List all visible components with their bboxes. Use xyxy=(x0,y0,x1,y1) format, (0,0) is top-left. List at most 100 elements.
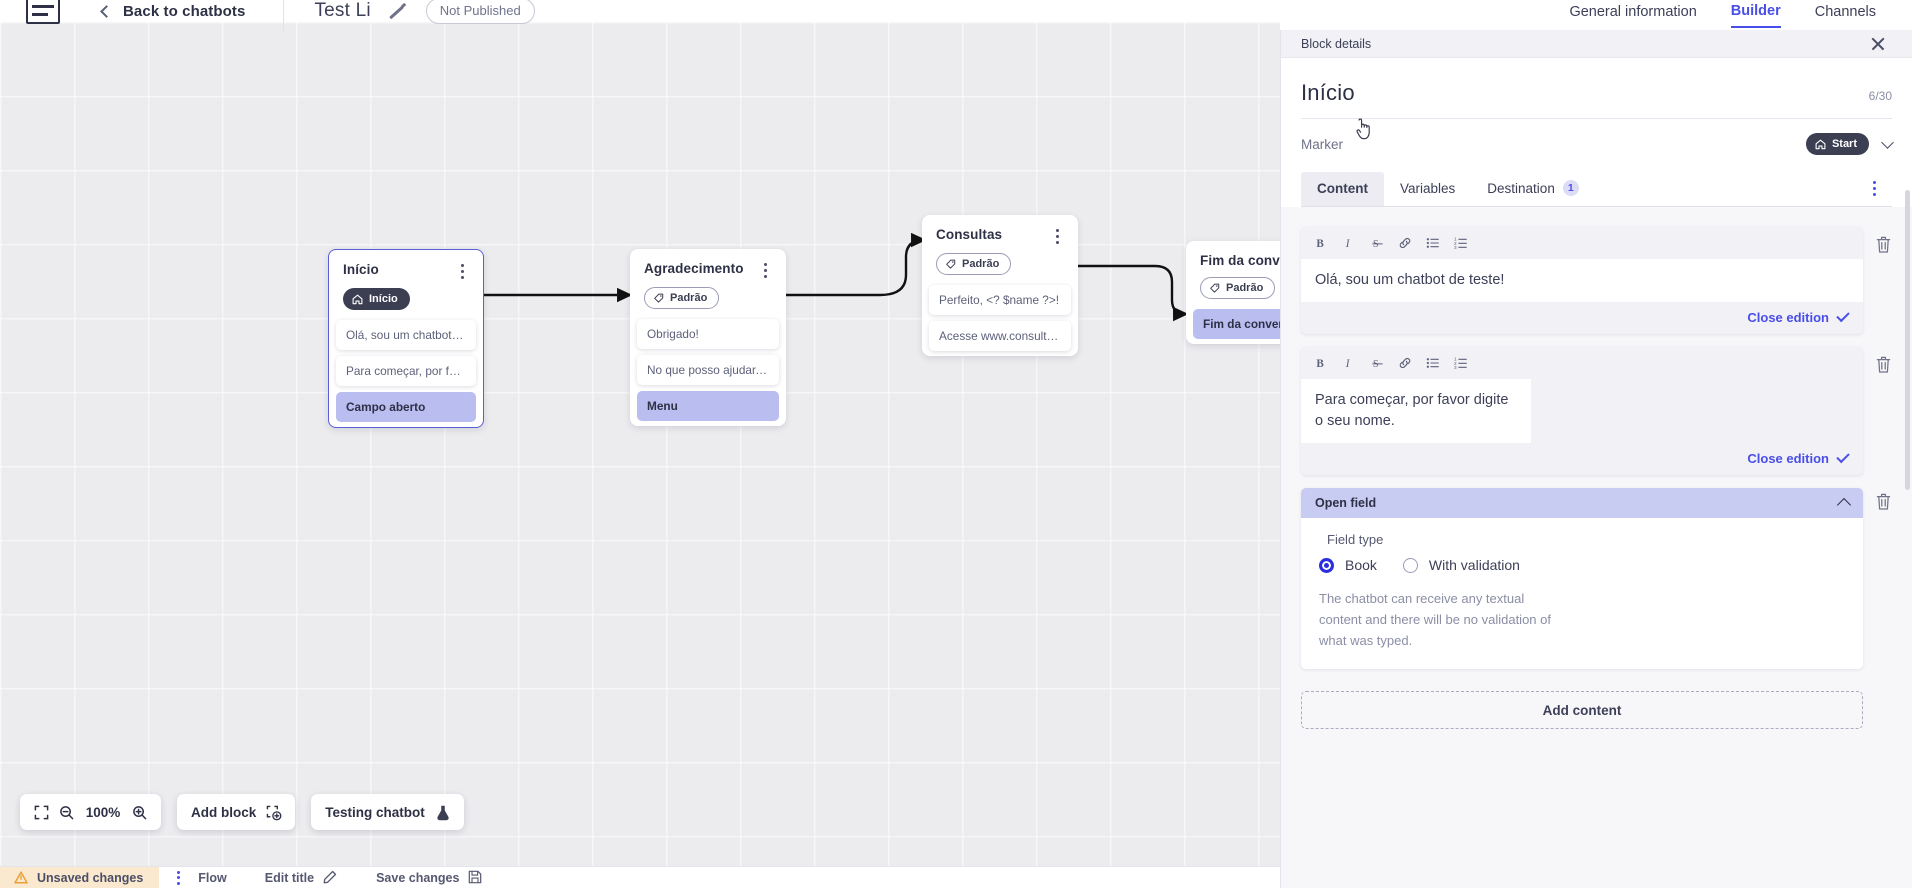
node-menu-icon[interactable] xyxy=(758,261,772,278)
node-row[interactable]: Menu xyxy=(637,391,779,421)
marker-start-badge[interactable]: Start xyxy=(1805,133,1869,155)
flow-button[interactable]: Flow xyxy=(198,871,226,885)
edit-title-label: Edit title xyxy=(264,870,315,885)
testing-chatbot-button[interactable]: Testing chatbot xyxy=(311,794,464,830)
status-menu-icon[interactable] xyxy=(177,870,181,885)
bullet-list-icon[interactable] xyxy=(1421,352,1445,374)
node-row[interactable]: Fim da conversa xyxy=(1193,309,1281,339)
tab-variables-label: Variables xyxy=(1400,180,1456,196)
tab-variables[interactable]: Variables xyxy=(1384,172,1471,206)
tab-content[interactable]: Content xyxy=(1301,171,1384,206)
fit-screen-icon[interactable] xyxy=(34,805,49,820)
field-type-radio-group: Book With validation xyxy=(1319,557,1845,573)
edit-pencil-icon[interactable] xyxy=(387,3,404,20)
delete-icon[interactable] xyxy=(1875,492,1892,511)
panel-scrollbar[interactable] xyxy=(1905,190,1910,490)
node-row[interactable]: Obrigado! xyxy=(637,319,779,349)
node-row[interactable]: Para começar, por favor digite o ... xyxy=(336,356,476,386)
node-rows: Fim da conversa xyxy=(1186,309,1281,339)
add-block-button[interactable]: Add block xyxy=(177,794,296,830)
panel-header-label: Block details xyxy=(1301,36,1372,51)
flow-node-agradecimento[interactable]: Agradecimento Padrão Obrigado! No que po… xyxy=(630,249,786,426)
node-badge-row: Padrão xyxy=(922,244,1078,285)
node-badge-row: Padrão xyxy=(1186,268,1281,309)
panel-overflow-menu-icon[interactable] xyxy=(1857,180,1892,197)
flow-canvas[interactable]: Início Início Olá, sou um chatbot de tes… xyxy=(0,22,1281,866)
add-block-icon xyxy=(266,805,282,820)
bullet-list-icon[interactable] xyxy=(1421,232,1445,254)
panel-header: Block details xyxy=(1281,30,1912,58)
add-content-button[interactable]: Add content xyxy=(1301,691,1863,730)
close-edition-button[interactable]: Close edition xyxy=(1747,449,1850,466)
flow-node-inicio[interactable]: Início Início Olá, sou um chatbot de tes… xyxy=(328,249,484,428)
tag-icon xyxy=(945,259,956,270)
node-rows: Olá, sou um chatbot de teste! Para começ… xyxy=(329,320,483,422)
flow-label: Flow xyxy=(198,870,227,885)
marker-label: Marker xyxy=(1301,136,1344,152)
radio-option-with-validation[interactable]: With validation xyxy=(1402,557,1520,573)
back-to-chatbots-button[interactable]: Back to chatbots xyxy=(100,3,245,20)
node-title: Fim da conversa xyxy=(1200,253,1281,268)
close-edition-button[interactable]: Close edition xyxy=(1747,308,1850,325)
editor-text[interactable]: Olá, sou um chatbot de teste! xyxy=(1301,259,1863,303)
add-block-label: Add block xyxy=(191,804,257,820)
italic-icon[interactable]: I xyxy=(1337,352,1361,374)
tab-destination[interactable]: Destination 1 xyxy=(1471,171,1595,206)
tab-channels[interactable]: Channels xyxy=(1814,3,1876,20)
delete-icon[interactable] xyxy=(1875,235,1892,254)
bold-icon[interactable]: B xyxy=(1309,352,1333,374)
italic-icon[interactable]: I xyxy=(1337,232,1361,254)
zoom-in-icon[interactable] xyxy=(132,805,147,820)
edit-title-button[interactable]: Edit title xyxy=(265,870,338,885)
close-icon[interactable] xyxy=(1870,36,1886,52)
node-menu-icon[interactable] xyxy=(1050,227,1064,244)
node-badge-label: Padrão xyxy=(1226,282,1264,294)
bold-icon[interactable]: B xyxy=(1309,232,1333,254)
open-field-body: Field type Book With validation The chat… xyxy=(1301,518,1863,670)
strikethrough-icon[interactable]: S xyxy=(1365,232,1389,254)
status-bar: Unsaved changes Flow Edit title Save cha… xyxy=(0,866,1281,888)
chevron-up-icon[interactable] xyxy=(1836,497,1852,513)
node-row[interactable]: Perfeito, <? $name ?>! xyxy=(929,285,1071,315)
check-icon xyxy=(1836,449,1850,464)
flow-node-consultas[interactable]: Consultas Padrão Perfeito, <? $name ?>! … xyxy=(922,215,1078,356)
zoom-out-icon[interactable] xyxy=(59,805,74,820)
flow-edges xyxy=(484,232,1189,322)
app-logo-icon[interactable] xyxy=(26,0,60,24)
tab-destination-label: Destination xyxy=(1487,180,1555,196)
node-title: Agradecimento xyxy=(644,261,744,276)
svg-text:2: 2 xyxy=(1454,241,1457,246)
node-row[interactable]: Olá, sou um chatbot de teste! xyxy=(336,320,476,350)
delete-icon[interactable] xyxy=(1875,355,1892,374)
save-disk-icon xyxy=(468,870,483,885)
strikethrough-icon[interactable]: S xyxy=(1365,352,1389,374)
node-row[interactable]: No que posso ajudar, <? $name ... xyxy=(637,355,779,385)
save-changes-button[interactable]: Save changes xyxy=(376,870,483,885)
node-row[interactable]: Acesse www.consultas.com par... xyxy=(929,321,1071,351)
zoom-controls: 100% xyxy=(20,794,161,830)
tab-general-information[interactable]: General information xyxy=(1569,3,1697,20)
marker-value-group[interactable]: Start xyxy=(1805,133,1894,155)
node-header: Agradecimento xyxy=(630,249,786,278)
node-menu-icon[interactable] xyxy=(455,262,469,279)
node-row[interactable]: Campo aberto xyxy=(336,392,476,422)
radio-option-book[interactable]: Book xyxy=(1319,557,1377,573)
link-icon[interactable] xyxy=(1393,232,1417,254)
node-badge-row: Padrão xyxy=(630,278,786,319)
panel-title-row: Início 6/30 xyxy=(1301,58,1892,119)
editor-text[interactable]: Para começar, por favor digite o seu nom… xyxy=(1301,379,1531,444)
open-field-header[interactable]: Open field xyxy=(1301,488,1863,519)
check-icon xyxy=(1836,308,1850,323)
marker-row: Marker Start xyxy=(1301,119,1894,167)
tab-builder[interactable]: Builder xyxy=(1730,3,1781,28)
chevron-down-icon[interactable] xyxy=(1881,135,1894,149)
flow-node-fim-da-conversa[interactable]: Fim da conversa Padrão Fim da conversa xyxy=(1186,241,1281,344)
link-icon[interactable] xyxy=(1393,352,1417,374)
node-rows: Perfeito, <? $name ?>! Acesse www.consul… xyxy=(922,285,1078,351)
